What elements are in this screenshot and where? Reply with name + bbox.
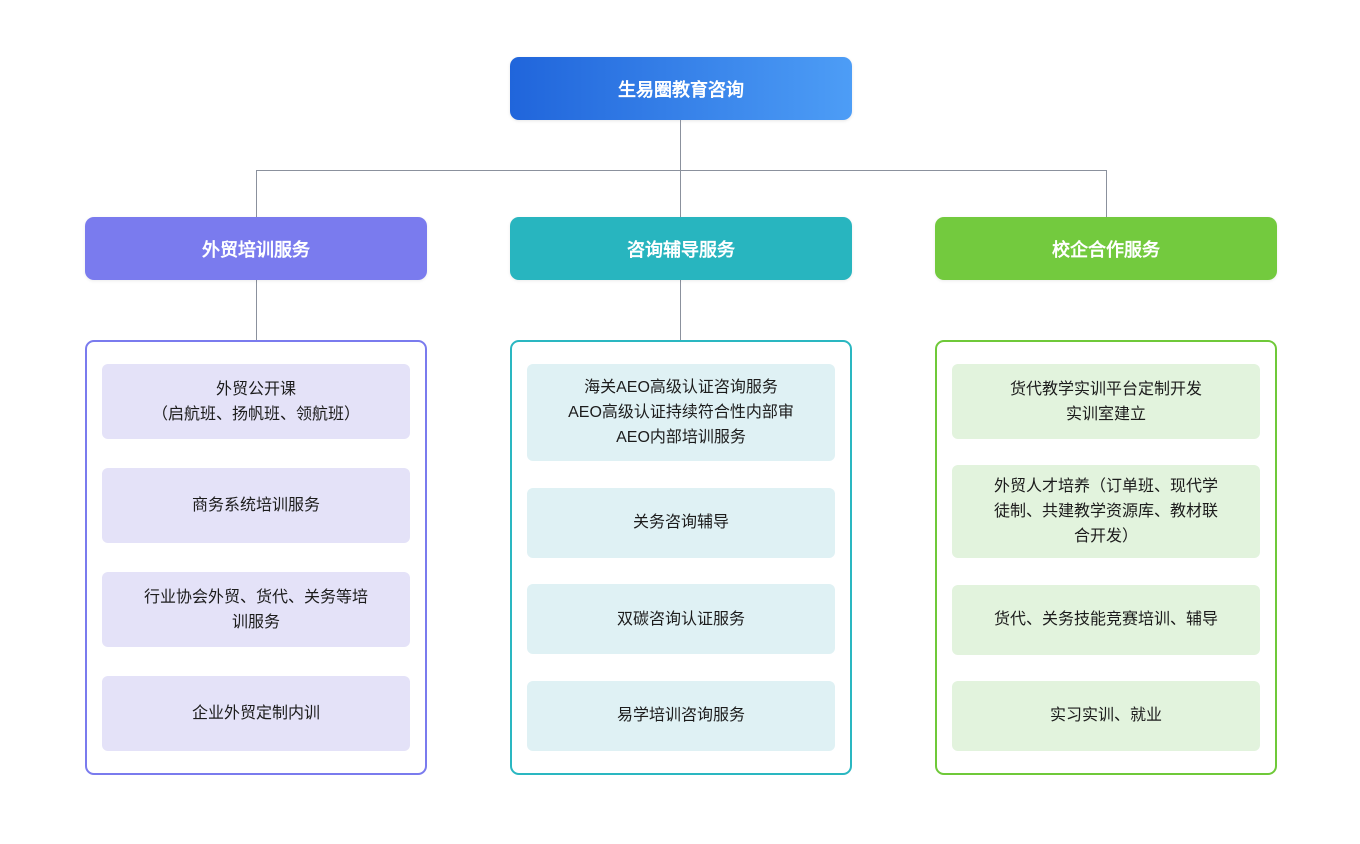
connector-left-header-to-group	[256, 280, 257, 340]
branch-group-consulting-coaching: 海关AEO高级认证咨询服务 AEO高级认证持续符合性内部审 AEO内部培训服务 …	[510, 340, 852, 775]
chart-node: 行业协会外贸、货代、关务等培 训服务	[102, 572, 410, 647]
chart-node: 实习实训、就业	[952, 680, 1260, 751]
branch-header-consulting-coaching: 咨询辅导服务	[510, 217, 852, 280]
connector-horizontal-rail	[256, 170, 1106, 171]
chart-node: 货代、关务技能竞赛培训、辅导	[952, 584, 1260, 655]
chart-node: 商务系统培训服务	[102, 468, 410, 543]
chart-node: 海关AEO高级认证咨询服务 AEO高级认证持续符合性内部审 AEO内部培训服务	[527, 364, 835, 461]
chart-node: 货代教学实训平台定制开发 实训室建立	[952, 364, 1260, 439]
connector-root-drop	[680, 120, 681, 170]
connector-left-drop	[256, 170, 257, 217]
chart-node: 关务咨询辅导	[527, 487, 835, 558]
branch-header-label: 咨询辅导服务	[627, 239, 735, 260]
connector-right-drop	[1106, 170, 1107, 217]
chart-node: 企业外贸定制内训	[102, 676, 410, 751]
chart-node: 外贸人才培养（订单班、现代学 徒制、共建教学资源库、教材联 合开发）	[952, 465, 1260, 559]
chart-node: 易学培训咨询服务	[527, 680, 835, 751]
connector-middle-header-to-group	[680, 280, 681, 340]
root-node: 生易圈教育咨询	[510, 57, 852, 120]
branch-header-label: 外贸培训服务	[202, 239, 310, 260]
chart-node: 双碳咨询认证服务	[527, 584, 835, 655]
chart-node: 外贸公开课 （启航班、扬帆班、领航班）	[102, 364, 410, 439]
branch-header-foreign-trade-training: 外贸培训服务	[85, 217, 427, 280]
branch-header-school-enterprise: 校企合作服务	[935, 217, 1277, 280]
branch-group-foreign-trade-training: 外贸公开课 （启航班、扬帆班、领航班） 商务系统培训服务 行业协会外贸、货代、关…	[85, 340, 427, 775]
branch-header-label: 校企合作服务	[1052, 239, 1160, 260]
connector-middle-drop	[680, 170, 681, 217]
root-node-label: 生易圈教育咨询	[618, 79, 744, 100]
branch-group-school-enterprise: 货代教学实训平台定制开发 实训室建立 外贸人才培养（订单班、现代学 徒制、共建教…	[935, 340, 1277, 775]
